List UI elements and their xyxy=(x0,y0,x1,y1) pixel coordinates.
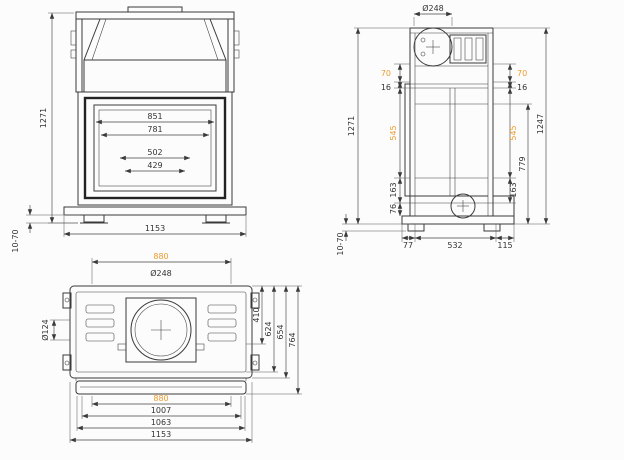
side-115-label: 115 xyxy=(497,241,512,250)
side-flue-diameter-label: Ø248 xyxy=(422,3,444,13)
side-dimensions: Ø248 1271 10-70 70 16 545 163 76 xyxy=(336,3,550,256)
front-right-foot xyxy=(205,214,227,223)
side-779-label: 779 xyxy=(518,156,527,171)
top-body xyxy=(69,285,253,379)
top-duct-diameter-label: Ø124 xyxy=(40,319,50,341)
side-right-163-label: 163 xyxy=(509,182,518,197)
side-left-16-label: 16 xyxy=(381,83,391,92)
side-lower-duct-circle xyxy=(450,193,476,219)
side-structure xyxy=(401,27,515,232)
top-flue-circle xyxy=(130,299,192,361)
top-410-label: 410 xyxy=(252,307,261,322)
front-width-781-label: 781 xyxy=(147,125,162,134)
front-structure xyxy=(63,6,247,224)
top-1153-label: 1153 xyxy=(151,430,171,439)
side-77-label: 77 xyxy=(403,241,413,250)
front-base xyxy=(63,206,247,216)
front-view: 1271 851 781 502 429 1153 10-70 xyxy=(11,6,247,253)
top-flue-housing xyxy=(125,297,197,363)
front-width-502-label: 502 xyxy=(147,148,162,157)
front-overall-width-label: 1153 xyxy=(145,224,165,233)
side-overall-height-label: 1271 xyxy=(347,116,356,136)
side-left-76-label: 76 xyxy=(389,204,398,214)
front-top-vent xyxy=(127,6,183,13)
side-right-545-label: 545 xyxy=(509,125,518,140)
front-glass xyxy=(93,104,217,192)
top-764-label: 764 xyxy=(288,332,297,347)
side-left-545-label: 545 xyxy=(389,125,398,140)
side-front-frame xyxy=(404,83,411,197)
side-532-label: 532 xyxy=(447,241,462,250)
top-880-top-label: 880 xyxy=(153,252,168,261)
top-structure xyxy=(62,285,260,395)
top-654-label: 654 xyxy=(276,324,285,339)
side-view: Ø248 1271 10-70 70 16 545 163 76 xyxy=(336,3,550,256)
front-frame xyxy=(83,96,227,200)
side-foot-range-label: 10-70 xyxy=(336,232,345,255)
front-overall-height-label: 1271 xyxy=(39,108,48,128)
front-width-429-label: 429 xyxy=(147,161,162,170)
top-1063-label: 1063 xyxy=(151,418,171,427)
front-left-foot xyxy=(83,214,105,223)
front-firebox xyxy=(77,91,233,206)
front-foot-range-label: 10-70 xyxy=(11,229,20,252)
side-left-70-label: 70 xyxy=(381,69,391,78)
top-dimensions: 880 Ø248 Ø124 410 624 654 764 880 xyxy=(40,252,302,443)
top-flue-diameter-label: Ø248 xyxy=(150,268,172,278)
front-width-851-label: 851 xyxy=(147,112,162,121)
side-base xyxy=(401,215,515,225)
side-vent-box xyxy=(449,34,487,64)
top-view: 880 Ø248 Ø124 410 624 654 764 880 xyxy=(40,252,302,443)
side-right-16-label: 16 xyxy=(517,83,527,92)
top-624-label: 624 xyxy=(264,321,273,336)
top-880-bottom-label: 880 xyxy=(153,394,168,403)
front-dimensions: 1271 851 781 502 429 1153 10-70 xyxy=(11,12,247,253)
top-1007-label: 1007 xyxy=(151,406,171,415)
side-right-70-label: 70 xyxy=(517,69,527,78)
top-front-bar xyxy=(75,380,247,395)
side-left-163-label: 163 xyxy=(389,182,398,197)
side-1247-label: 1247 xyxy=(536,114,545,134)
